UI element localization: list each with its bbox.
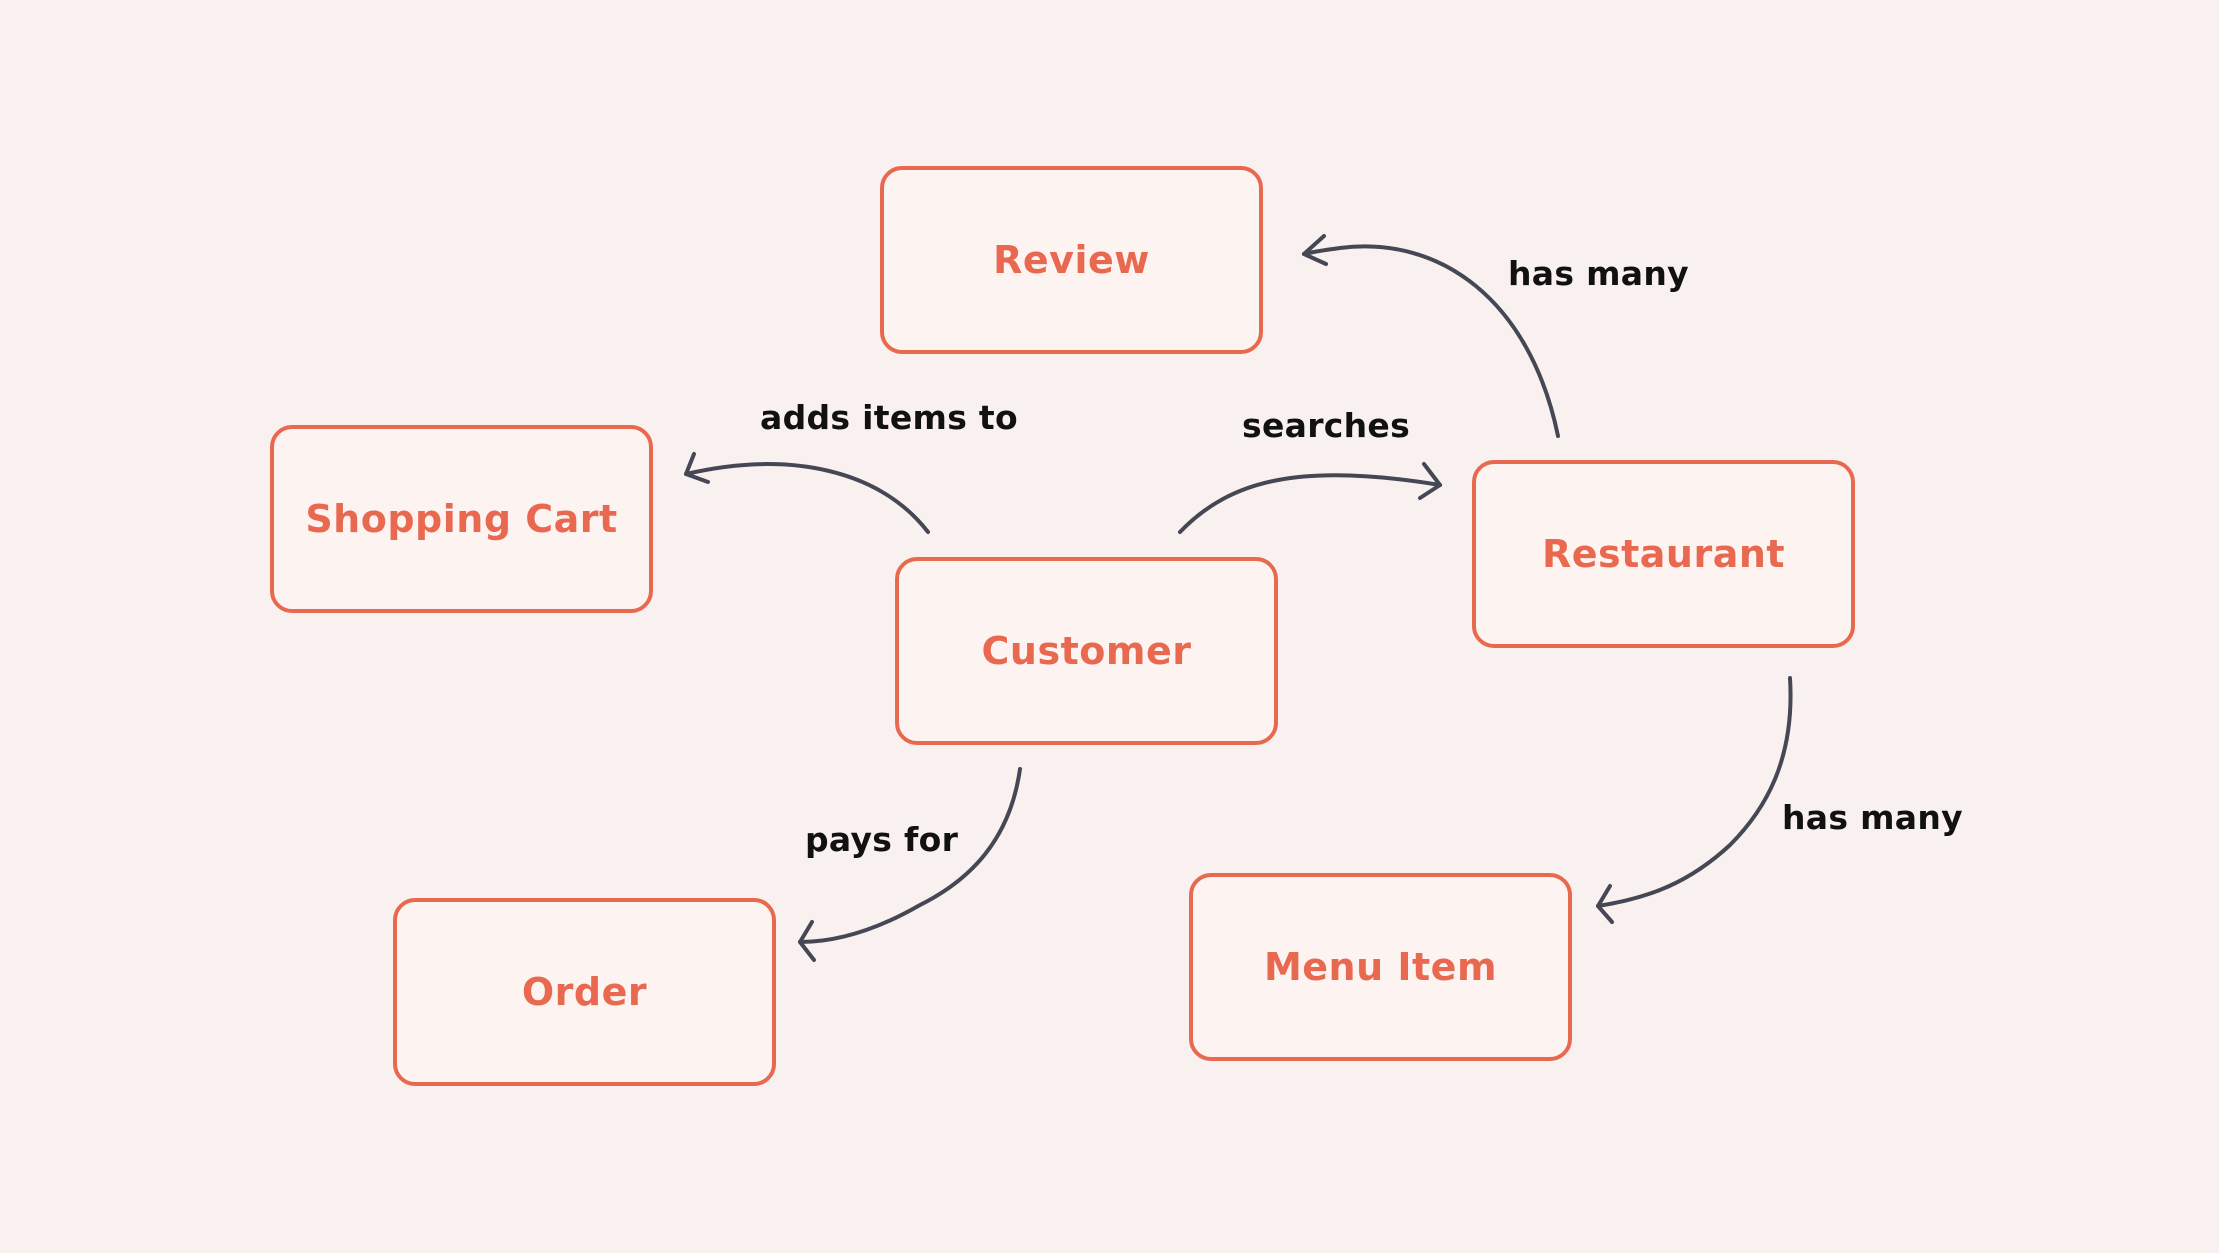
node-label: Customer [981,629,1192,673]
edge-label-restaurant-review: has many [1508,254,1689,293]
arrowhead-order [798,920,816,962]
edge-label-customer-order: pays for [805,820,959,859]
edge-restaurant-review [1302,244,1560,438]
node-label: Order [521,970,648,1014]
edge-restaurant-menu [1596,676,1793,908]
edge-label-restaurant-menu: has many [1782,798,1963,837]
edge-customer-cart [684,462,930,534]
arrowhead-cart [684,452,710,484]
edge-customer-restaurant [1178,473,1442,534]
edge-label-customer-restaurant: searches [1242,406,1411,445]
arrowhead-restaurant [1418,462,1442,500]
node-restaurant: Restaurant [1472,460,1855,648]
node-label: Review [993,238,1150,282]
node-order: Order [393,898,776,1086]
node-label: Shopping Cart [305,497,618,541]
edge-customer-order [798,767,1022,944]
node-customer: Customer [895,557,1278,745]
arrowhead-review [1302,234,1328,266]
arrowhead-menu [1596,884,1614,924]
node-review: Review [880,166,1263,354]
node-menu-item: Menu Item [1189,873,1572,1061]
node-label: Menu Item [1263,945,1498,989]
edge-label-customer-cart: adds items to [760,398,1018,437]
node-shopping-cart: Shopping Cart [270,425,653,613]
node-label: Restaurant [1541,532,1786,576]
